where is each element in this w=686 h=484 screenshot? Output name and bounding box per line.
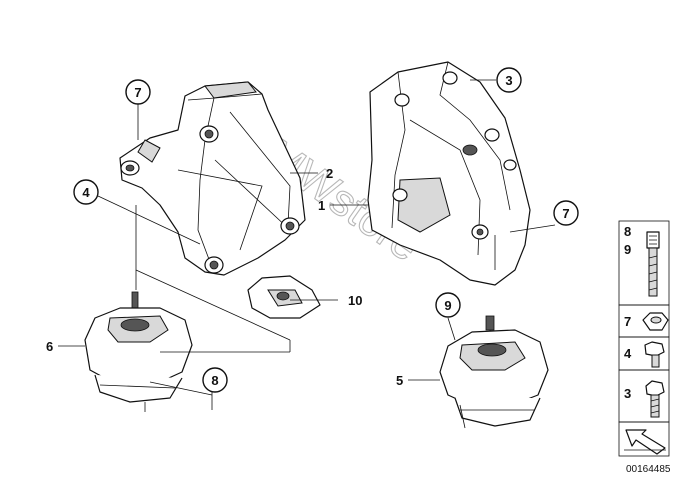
svg-text:8: 8	[211, 373, 218, 388]
svg-text:4: 4	[82, 185, 90, 200]
rubber-pad	[247, 275, 321, 319]
engine-mount-left	[84, 291, 193, 403]
hex-bolt-icon	[645, 380, 665, 418]
label-5: 5	[396, 373, 403, 388]
engine-mount-right	[439, 315, 549, 427]
svg-text:9: 9	[444, 298, 451, 313]
long-bolt-icon	[646, 231, 660, 297]
callout-3: 3	[496, 67, 522, 93]
legend-label-7: 7	[624, 314, 631, 329]
diagram-id: 00164485	[626, 464, 671, 475]
label-6: 6	[46, 339, 53, 354]
callout-7-top-left: 7	[125, 79, 151, 105]
legend-label-8: 8	[624, 224, 631, 239]
label-1: 1	[318, 198, 325, 213]
callout-8: 8	[202, 367, 228, 393]
callout-9: 9	[435, 292, 461, 318]
callout-4: 4	[73, 179, 99, 205]
legend-label-4: 4	[624, 346, 632, 361]
hardware-legend: 8 9 7 4 3	[618, 220, 670, 457]
label-10: 10	[348, 293, 362, 308]
flange-bolt-icon	[644, 341, 665, 368]
svg-text:7: 7	[562, 206, 569, 221]
callout-7-right: 7	[553, 200, 579, 226]
legend-label-3: 3	[624, 386, 631, 401]
hex-nut-icon	[642, 312, 669, 331]
direction-arrow-icon	[624, 429, 666, 455]
svg-text:3: 3	[505, 73, 512, 88]
svg-text:7: 7	[134, 85, 141, 100]
engine-bracket-left	[119, 81, 306, 276]
legend-label-9: 9	[624, 242, 631, 257]
leader-lines	[58, 79, 556, 429]
engine-bracket-right	[367, 61, 531, 286]
label-2: 2	[326, 166, 333, 181]
